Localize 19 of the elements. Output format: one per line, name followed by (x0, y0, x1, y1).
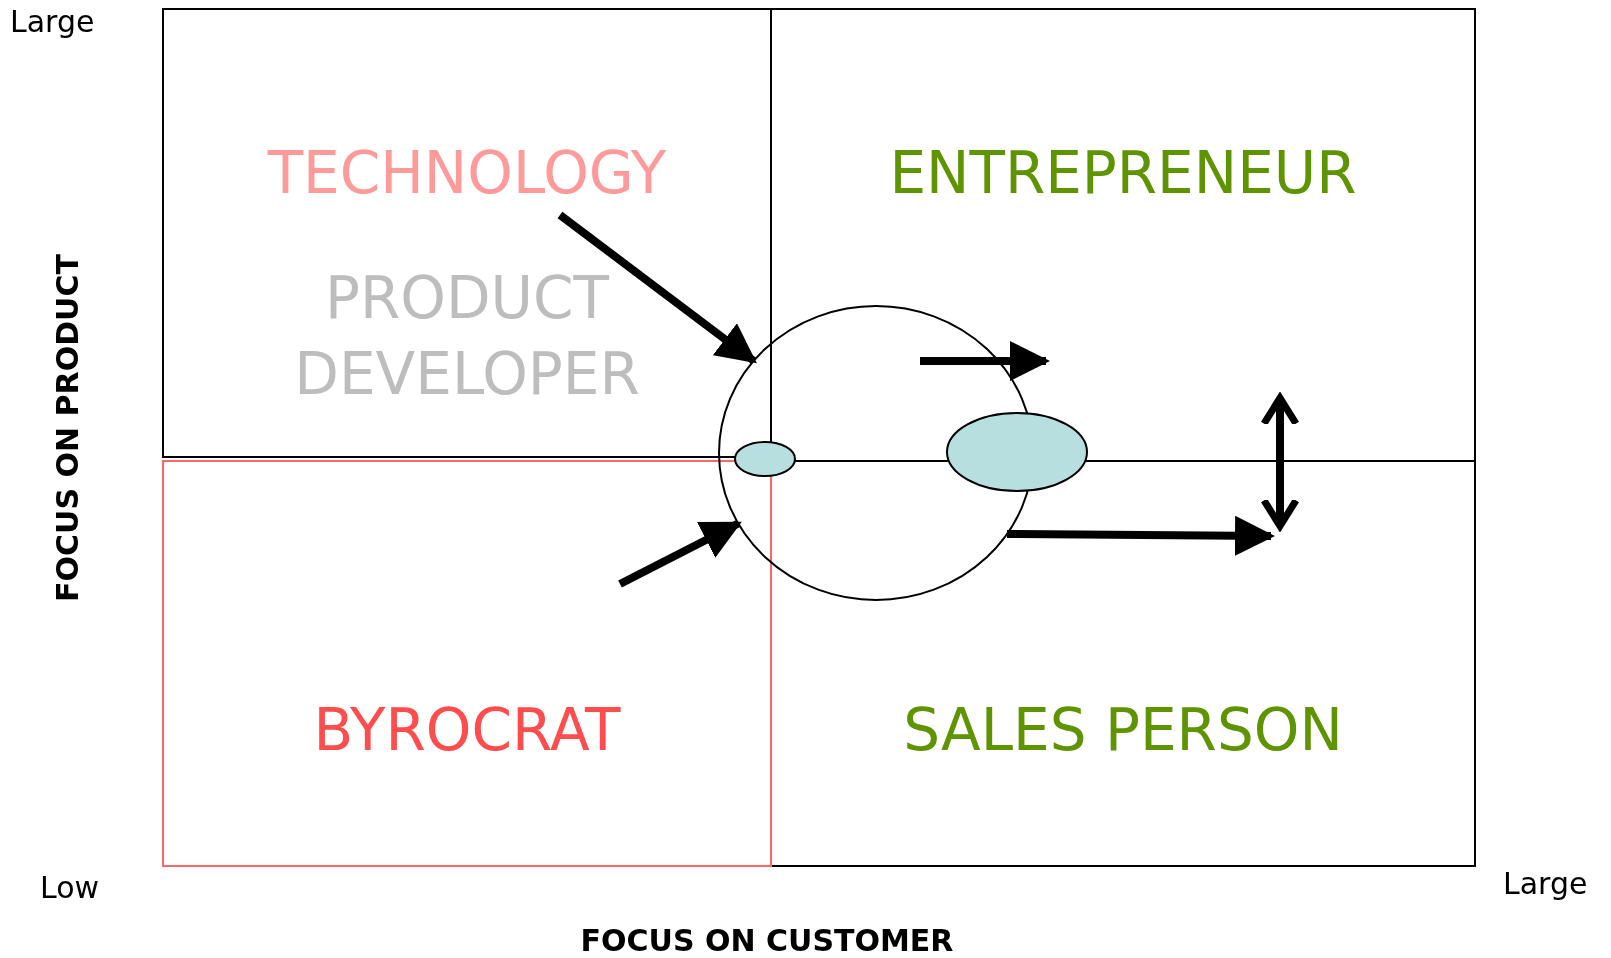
title-text: PRODUCT DEVELOPER (293, 263, 641, 410)
quadrant-box (770, 460, 1476, 867)
title-text: SALES PERSON (902, 695, 1344, 766)
axis-tick-label: Low (40, 870, 100, 905)
axis-tick-label: Large (10, 4, 95, 39)
quadrant-box (770, 8, 1476, 462)
title-text: ENTREPRENEUR (888, 138, 1358, 209)
title-text: TECHNOLOGY (266, 138, 668, 209)
arrow (618, 519, 742, 588)
arrow (557, 211, 757, 365)
title-text: BYROCRAT (312, 695, 622, 766)
axis-title: FOCUS ON PRODUCT (49, 254, 85, 602)
arrow (1006, 515, 1275, 556)
axis-title: FOCUS ON CUSTOMER (580, 922, 954, 958)
axis-tick-label: Large (1503, 866, 1588, 901)
quadrant-box (162, 8, 772, 458)
arrow (1260, 394, 1300, 530)
quadrant-box (162, 460, 772, 867)
ellipse (945, 411, 1089, 493)
